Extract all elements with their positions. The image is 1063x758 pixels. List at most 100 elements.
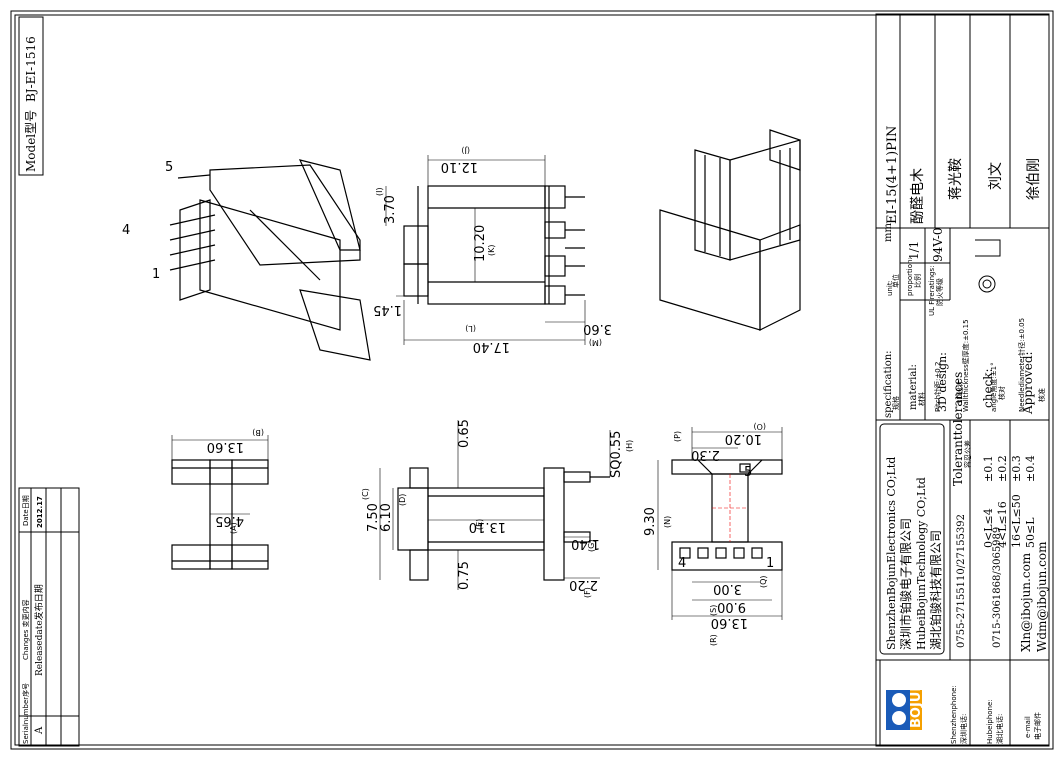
dim-b: 13.60 [207,439,244,454]
dim-r-tag: (R) [709,634,718,646]
side-view-middle-dims [379,420,611,590]
company-line-4: 湖北铂骏科技有限公司 [928,530,943,650]
isometric-view-left [169,159,371,361]
proportion-label: proportion: [906,257,914,296]
dim-065: 0.65 [457,419,472,448]
company-line-3: HubeiBojunTechnology CO;Ltd [915,477,928,650]
proportion-label-cn: 比例 [913,274,922,288]
isometric-view-right [659,129,801,331]
fire-label: UL Fireratings: [928,266,936,316]
contact-hb-label-cn: 湖北电话: [995,714,1004,744]
design-value: 蒋光鞍 [948,158,964,200]
unit-value: mm [883,223,894,242]
iso-pin-4: 4 [122,223,130,238]
bottom-view-centerlines [712,474,748,542]
bojun-logo: BOJUN [886,681,924,730]
company-line-2: 深圳市铂骏电子有限公司 [898,518,913,650]
model-value: BJ-EI-1516 [24,36,38,102]
contact-sz-value: 0755-27155110/27155392 [956,514,967,648]
tol-range-3: 16<L≤50 [1010,494,1023,548]
contact-email-label: e-mail [1024,716,1032,738]
notes-list: Pitch针距:±0.2 Wallthickness壁厚度:±0.15 angl… [933,318,1026,412]
bottom-view [671,459,783,571]
note-wall: Wallthickness壁厚度:±0.15 [961,319,970,412]
dim-g-tag: (G) [587,540,596,552]
note-pitch: Pitch针距:±0.2 [933,362,942,412]
model-label: Model型号 [24,110,38,172]
approved-value: 徐伯刚 [1026,158,1042,200]
contact-email-label-cn: 电子邮件 [1033,712,1042,740]
bottom-pin-5: 5 [744,465,752,480]
design-label-cn: 3D设计 [955,380,964,404]
spec-label-cn: 规格 [891,396,900,410]
dim-h: SQ0.55 [609,431,624,478]
front-view-top [403,185,585,305]
dim-l-tag: (L) [465,324,476,333]
dim-a-tag: (A) [229,522,238,534]
title-block [875,13,1050,747]
rev-change-a: Releasedate发布日期 [33,584,45,676]
rev-date-a: 2012.17 [36,496,44,528]
dim-k-tag: (K) [487,245,496,257]
tol-value-4: ±0.4 [1024,455,1037,482]
check-label-cn: 核对 [997,386,1006,400]
bottom-view-dims [657,427,783,620]
dim-o: 10.20 [725,431,762,446]
revision-table: Serialnumber序号 Changes 变更内容 Date日期 A Rel… [18,487,80,747]
proportion-value: 1/1 [907,241,921,260]
dim-f-tag: (F) [583,587,592,598]
tol-value-1: ±0.1 [982,455,995,482]
iso-pin-1: 1 [152,267,160,282]
material-value: 酚醛电木 [910,168,926,224]
rev-header-date: Date日期 [22,495,30,526]
dim-b-tag: (B) [252,428,264,437]
dim-s: 9.00 [717,599,746,614]
dim-q: 3.00 [713,581,742,596]
logo-text: BOJUN [909,681,924,728]
dim-i-tag: (I) [375,187,384,196]
approved-label-cn: 核准 [1037,388,1046,402]
tol-range-1: 0<L≤4 [982,508,995,548]
company-block: ShenzhenBojunElectronics CO;Ltd 深圳市铂骏电子有… [885,457,943,650]
fire-label-cn: 防火等级 [935,278,944,306]
rev-header-serial: Serialnumber序号 [21,683,30,744]
rev-header-changes: Changes 变更内容 [21,599,30,660]
bottom-pin-4: 4 [678,556,686,571]
dim-c: 7.50 [366,503,381,532]
check-label: check: [981,368,995,408]
contact-sz-label: Shenzhenphone: [950,685,958,744]
contact-hb-value: 0715-3061868/3065989 [992,527,1003,648]
spec-label: specification: [883,350,894,418]
dim-s-tag: (S) [709,605,718,616]
dim-m: 3.60 [583,321,612,336]
iso-pin-5: 5 [165,160,173,175]
material-label: material: [908,364,919,410]
contact-email-1: Xln@ibojun.com [1019,552,1033,652]
note-angle: angle角度:±1° [989,362,998,412]
tol-range-2: 4<L≤16 [996,501,1009,548]
front-view-top-dims [385,155,586,345]
dim-k: 10.20 [473,225,488,262]
dim-l: 17.40 [473,339,510,354]
spec-value: EI-15(4+1)PIN [885,126,900,224]
contact-sz-label-cn: 深圳电话: [959,714,968,744]
dim-j-tag: (J) [461,146,470,155]
unit-label-cn: 单位 [891,274,900,288]
tol-range-4: 50≤L [1024,517,1037,548]
dim-e: 13.10 [469,519,506,534]
dim-q-tag: (Q) [759,575,768,588]
side-view-left [171,459,269,570]
dim-e-tag: (E) [475,519,484,530]
dim-i: 3.70 [383,195,398,224]
side-view-left-dims [171,435,269,515]
dim-o-tag: (O) [753,422,766,431]
tolerance-list: 0<L≤4 ±0.1 4<L≤16 ±0.2 16<L≤50 ±0.3 50≤L… [982,455,1037,548]
dim-m-tag: (M) [589,338,602,347]
outer-frame [10,10,1054,750]
dim-n: 9.30 [643,507,658,536]
dim-p-tag: (P) [673,431,682,442]
dim-d-tag: (D) [398,494,407,506]
tolerance-title-cn: 容忍公差 [963,440,972,468]
fire-value: 94V-0 [931,227,945,262]
